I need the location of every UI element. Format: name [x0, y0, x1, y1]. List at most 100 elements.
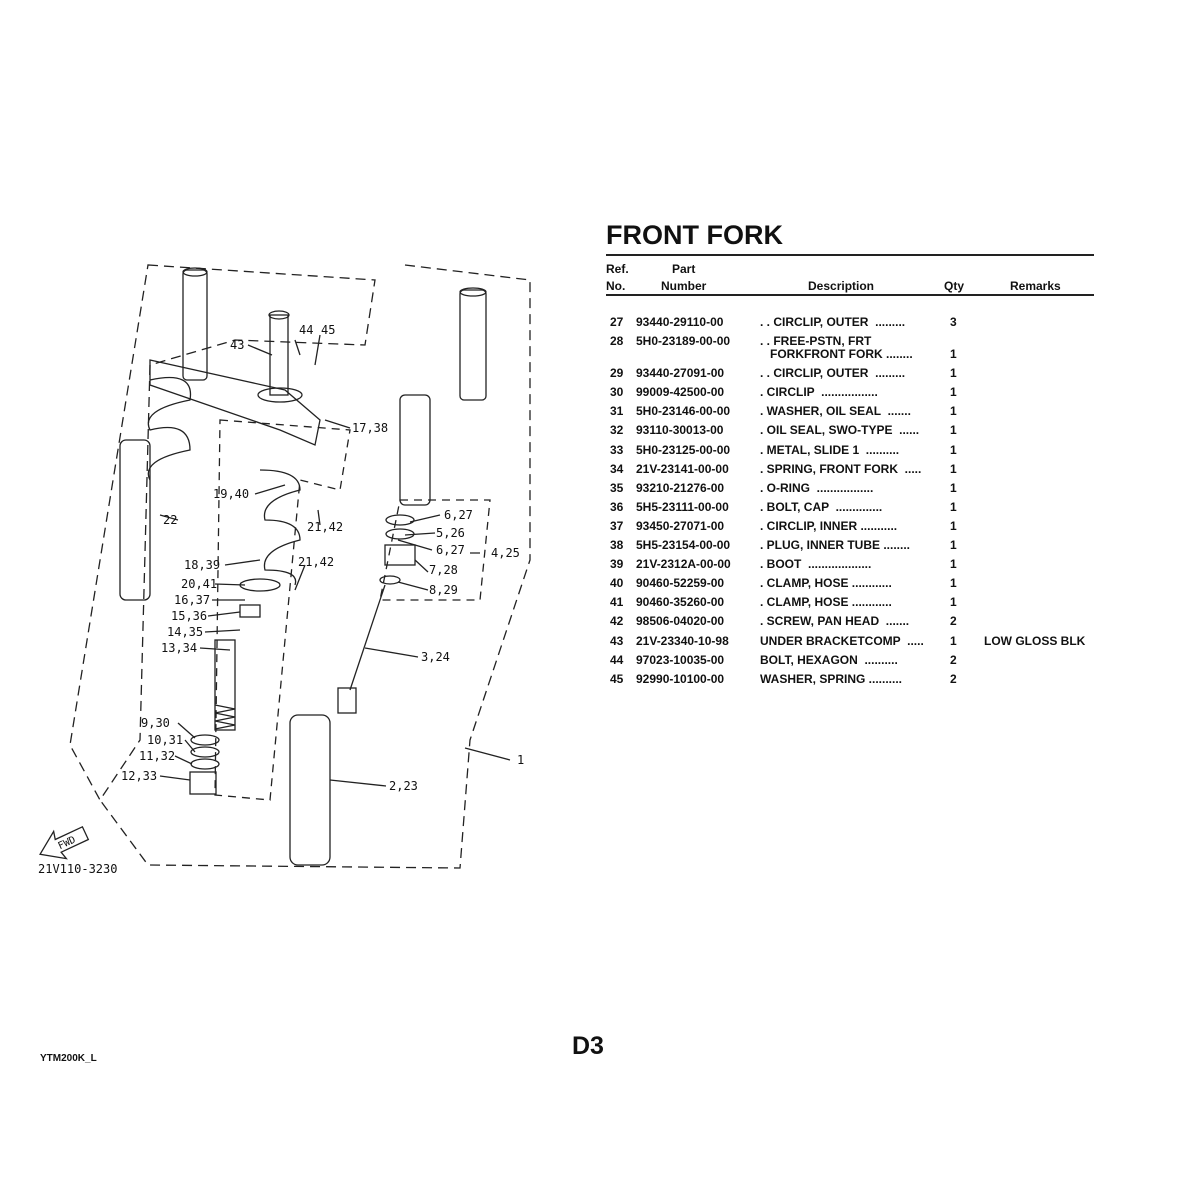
under-bracket	[149, 359, 321, 446]
header-part-1: Part	[672, 262, 696, 276]
part-number: 93440-27091-00	[636, 366, 725, 381]
spring	[214, 704, 236, 730]
boot	[259, 469, 301, 586]
ref-no: 28	[610, 334, 624, 349]
callout-label: 8,29	[429, 583, 458, 597]
callout-label: 22	[163, 513, 177, 527]
callout-label: 10,31	[147, 733, 183, 747]
quantity: 2	[950, 671, 957, 686]
quantity: 1	[950, 347, 957, 362]
callout-label: 3,24	[421, 650, 450, 664]
ref-no: 33	[610, 442, 624, 457]
quantity: 2	[950, 614, 957, 629]
callout-label: 15,36	[171, 609, 207, 623]
part-number: 93440-29110-00	[636, 315, 724, 329]
callout-label: 19,40	[213, 487, 249, 501]
page-title: FRONT FORK	[606, 220, 783, 250]
boundary-dashed	[69, 264, 531, 869]
right-inner-tube-top	[459, 289, 487, 401]
table-row: 34 21V-23141-00-00 . SPRING, FRONT FORK ..…	[610, 462, 1090, 481]
callout-label: 14,35	[167, 625, 203, 639]
callout-label: 13,34	[161, 641, 197, 655]
ref-no: 27	[610, 315, 624, 329]
callout-label: 7,28	[429, 563, 458, 577]
description: . BOLT, CAP ..............	[760, 499, 883, 514]
part-number: 97023-10035-00	[636, 652, 725, 667]
part-number: 93450-27071-00	[636, 518, 725, 533]
callout-label: 45	[321, 323, 335, 337]
ref-no: 31	[610, 404, 624, 419]
fwd-arrow-icon: FWD	[39, 825, 90, 860]
description: . WASHER, OIL SEAL .......	[760, 404, 911, 419]
quantity: 1	[950, 461, 957, 476]
part-number: 5H5-23111-00-00	[636, 499, 729, 514]
callout-label: 2,23	[389, 779, 418, 793]
ref-no: 37	[610, 518, 624, 533]
part-number: 92990-10100-00	[636, 671, 725, 686]
part-number: 21V-23340-10-98	[636, 633, 729, 648]
ref-no: 39	[610, 557, 624, 572]
ref-no: 41	[610, 595, 624, 610]
table-row: 36 5H5-23111-00-00 . BOLT, CAP ...........…	[610, 500, 1090, 519]
table-row: 33 5H0-23125-00-00 . METAL, SLIDE 1 ......…	[610, 443, 1090, 462]
slide-metal	[189, 771, 217, 795]
ref-no: 32	[610, 423, 624, 438]
description: . O-RING .................	[760, 480, 874, 495]
quantity: 1	[950, 518, 957, 533]
description: . METAL, SLIDE 1 ..........	[760, 442, 900, 457]
quantity: 1	[950, 576, 957, 591]
ref-no: 45	[610, 671, 624, 686]
ref-no: 42	[610, 614, 624, 629]
quantity: 1	[950, 366, 957, 381]
part-number: 98506-04020-00	[636, 614, 725, 629]
callout-label: 9,30	[141, 716, 170, 730]
table-row: 41 90460-35260-00 . CLAMP, HOSE ..........…	[610, 595, 1090, 614]
quantity: 1	[950, 442, 957, 457]
description: . . FREE-PSTN, FRT	[760, 334, 872, 349]
callout-label: 12,33	[121, 769, 157, 783]
callout-label: 4,25	[491, 546, 520, 560]
description: . CLAMP, HOSE ............	[760, 595, 892, 610]
part-number: 21V-23141-00-00	[636, 461, 729, 476]
description: . BOOT ...................	[760, 557, 872, 572]
callout-label: 17,38	[352, 421, 388, 435]
header-ref-2: No.	[606, 279, 626, 293]
quantity: 1	[950, 385, 957, 400]
title-rule	[606, 254, 1094, 256]
ref-no: 36	[610, 499, 624, 514]
callout-label: 6,27	[444, 508, 473, 522]
header-qty: Qty	[944, 279, 965, 293]
description: . SPRING, FRONT FORK .....	[760, 461, 922, 476]
part-number: 90460-35260-00	[636, 595, 725, 610]
callout-label: 20,41	[181, 577, 217, 591]
catalog-code: YTM200K_L	[40, 1053, 97, 1064]
part-number: 5H0-23125-00-00	[636, 442, 731, 457]
quantity: 1	[950, 480, 957, 495]
description: . CIRCLIP .................	[760, 385, 878, 400]
callout-label: 18,39	[184, 558, 220, 572]
damper-shaft	[349, 584, 386, 691]
description-line-2: FORKFRONT FORK ........	[770, 347, 913, 362]
description: . CLAMP, HOSE ............	[760, 576, 892, 591]
callout-label: 43	[230, 338, 244, 352]
description: BOLT, HEXAGON ..........	[760, 652, 898, 667]
ref-no: 40	[610, 576, 624, 591]
callout-label: 11,32	[139, 749, 175, 763]
callout-label: 44	[299, 323, 313, 337]
ref-no: 34	[610, 461, 624, 476]
description: UNDER BRACKETCOMP .....	[760, 633, 924, 648]
left-inner-tube	[182, 269, 208, 381]
boundary-dashed-inner	[214, 419, 491, 801]
quantity: 1	[950, 557, 957, 572]
